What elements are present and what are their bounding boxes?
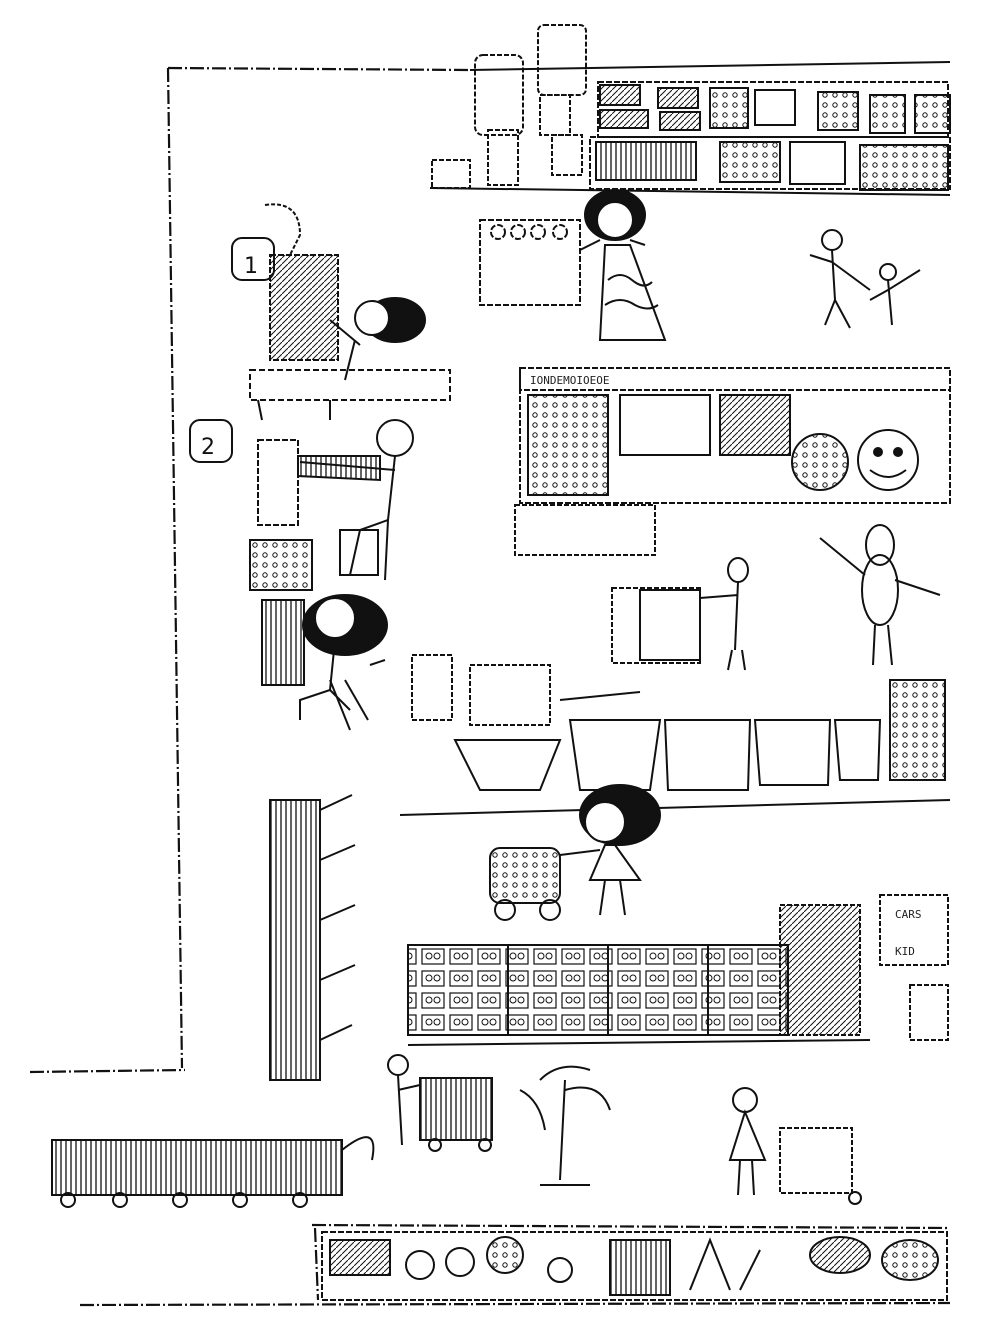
produce-shelves — [407, 904, 871, 1046]
store-walls — [29, 66, 951, 1307]
cars-sign: CARS — [895, 908, 922, 921]
fruit-stand — [479, 219, 581, 306]
bottom-produce-strip — [321, 1231, 948, 1301]
stacked-carts-vertical — [269, 794, 356, 1081]
cashier-girl-3 — [261, 594, 388, 731]
girl-with-skirt — [579, 189, 667, 341]
checkout-1 — [231, 203, 451, 421]
bottom-shoppers — [387, 1054, 862, 1205]
checkout-2-number: 2 — [201, 435, 215, 460]
counter-banner-text: IONDEMOIOEOE — [530, 374, 609, 387]
sinks-display — [399, 654, 951, 816]
central-display-counter — [519, 367, 951, 504]
man-with-cart — [819, 524, 941, 666]
shopping-bags-display — [431, 24, 587, 189]
mid-shelf-row — [514, 504, 701, 664]
woman-with-trolley — [639, 557, 749, 671]
top-shelf-unit — [429, 61, 951, 196]
cashier-girl-1 — [329, 297, 426, 381]
kids-sign: KID — [895, 945, 915, 958]
stacked-carts-horizontal — [51, 1136, 375, 1208]
kids-cars-area — [879, 894, 949, 1041]
girl-pushing-cart — [489, 784, 661, 921]
checkout-1-number: 1 — [244, 254, 258, 279]
cashier-boy-2 — [299, 419, 414, 581]
plant-decoration — [519, 1065, 611, 1186]
checkout-2 — [189, 419, 381, 591]
children-fighting — [809, 229, 921, 329]
